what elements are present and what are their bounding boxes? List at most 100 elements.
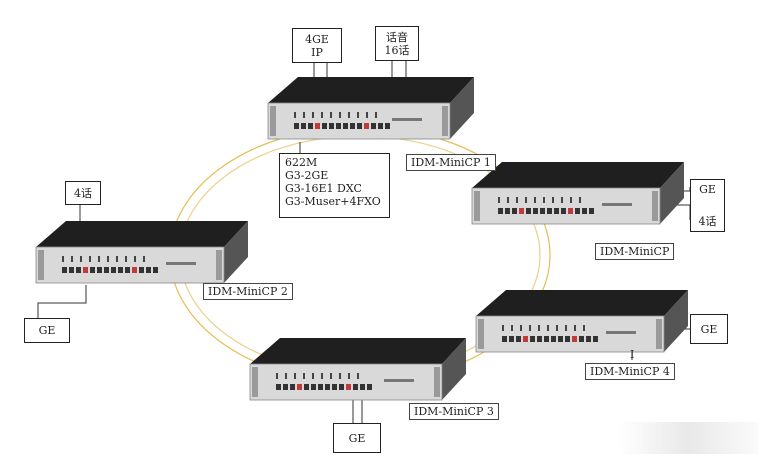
device-port <box>364 123 369 129</box>
device-port <box>336 123 341 129</box>
device-port <box>554 208 559 214</box>
device-lid <box>36 221 248 247</box>
line-left-ge <box>37 285 87 318</box>
device-port <box>502 336 507 342</box>
device-port <box>311 384 316 390</box>
port-label-bottom-ge: GE <box>348 431 366 445</box>
device-name-bottom: IDM-MiniCP 3 <box>409 403 499 420</box>
port-label-lr-ge: GE <box>700 322 718 336</box>
device-led <box>529 325 531 331</box>
device-led <box>547 325 549 331</box>
port-label-4ge: 4GE <box>305 32 329 46</box>
lower-right-port-box: GE <box>690 314 728 344</box>
device-port <box>322 123 327 129</box>
device-name-right: IDM-MiniCP <box>595 243 675 260</box>
device-port <box>526 208 531 214</box>
device-port <box>325 384 330 390</box>
device-led <box>125 256 127 262</box>
device-port <box>505 208 510 214</box>
device-logo-strip <box>602 203 632 206</box>
device-top <box>267 77 474 140</box>
device-port <box>276 384 281 390</box>
device-led <box>98 256 100 262</box>
port-label-left-ge: GE <box>38 324 56 337</box>
device-led <box>285 373 287 379</box>
device-port <box>339 384 344 390</box>
device-port <box>568 208 573 214</box>
device-led <box>294 373 296 379</box>
device-port <box>153 267 158 273</box>
device-port <box>346 384 351 390</box>
device-led <box>565 325 567 331</box>
device-port <box>329 123 334 129</box>
module-g3-2ge: G3-2GE <box>285 169 329 182</box>
device-led <box>511 325 513 331</box>
device-port <box>343 123 348 129</box>
device-led <box>574 325 576 331</box>
device-side <box>660 162 684 224</box>
device-port <box>561 208 566 214</box>
device-led <box>543 197 545 203</box>
device-port <box>315 123 320 129</box>
device-name-lower-right: IDM-MiniCP 4 <box>585 363 675 380</box>
port-label-ge: GE <box>699 183 716 196</box>
device-port <box>308 123 313 129</box>
device-side <box>442 338 466 400</box>
device-name-top: IDM-MiniCP 1 <box>406 154 496 171</box>
port-label-left-4hua: 4话 <box>74 186 92 200</box>
device-port <box>523 336 528 342</box>
device-led <box>294 112 296 118</box>
rack-handle-left <box>478 319 484 349</box>
device-port <box>367 384 372 390</box>
device-port <box>586 336 591 342</box>
device-port <box>558 336 563 342</box>
device-port <box>318 384 323 390</box>
device-port <box>76 267 81 273</box>
rack-handle-left <box>270 106 276 136</box>
device-led <box>312 112 314 118</box>
device-led <box>561 197 563 203</box>
device-led <box>357 373 359 379</box>
device-led <box>330 112 332 118</box>
device-led <box>507 197 509 203</box>
device-port <box>69 267 74 273</box>
device-port <box>360 384 365 390</box>
device-port <box>139 267 144 273</box>
device-front-panel <box>267 102 451 140</box>
device-port <box>297 384 302 390</box>
device-led <box>116 256 118 262</box>
device-led <box>534 197 536 203</box>
device-led <box>107 256 109 262</box>
device-bottom <box>249 338 466 401</box>
device-port <box>572 336 577 342</box>
device-logo-strip <box>606 331 636 334</box>
device-port <box>575 208 580 214</box>
device-lid <box>476 290 688 316</box>
device-led <box>538 325 540 331</box>
device-port <box>519 208 524 214</box>
device-led <box>525 197 527 203</box>
device-port <box>378 123 383 129</box>
device-port <box>304 384 309 390</box>
device-led <box>570 197 572 203</box>
device-led <box>339 112 341 118</box>
device-port <box>357 123 362 129</box>
device-logo-strip <box>384 379 414 382</box>
device-port <box>294 123 299 129</box>
device-port <box>90 267 95 273</box>
device-led <box>357 112 359 118</box>
device-port <box>132 267 137 273</box>
device-led <box>348 373 350 379</box>
device-led <box>552 197 554 203</box>
device-led <box>71 256 73 262</box>
rack-handle-left <box>38 250 44 280</box>
device-port <box>530 336 535 342</box>
device-port <box>551 336 556 342</box>
device-side <box>664 290 688 352</box>
device-led <box>366 112 368 118</box>
device-port <box>125 267 130 273</box>
device-led <box>303 112 305 118</box>
device-port <box>593 336 598 342</box>
device-led <box>348 112 350 118</box>
